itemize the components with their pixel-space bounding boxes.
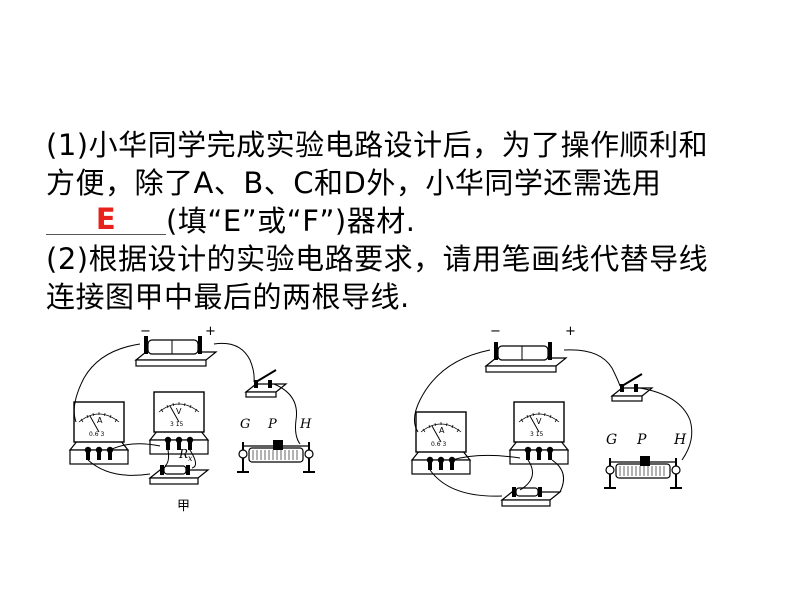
svg-text:A: A <box>439 426 445 435</box>
rheostat-g-label-right: G <box>606 432 617 448</box>
rheostat-p-label-left: P <box>267 417 277 432</box>
rx-label: Rx <box>178 447 193 463</box>
rheostat-left <box>236 439 316 473</box>
wire <box>414 349 491 433</box>
wire <box>429 469 503 497</box>
svg-text:V: V <box>176 407 182 416</box>
battery-minus-label-right: − <box>490 324 501 339</box>
battery-right <box>485 341 567 373</box>
question-line-4: (2)根据设计的实验电路要求，请用笔画线代替导线 <box>46 242 709 276</box>
figure-caption-jia: 甲 <box>177 499 190 514</box>
svg-text:3 15: 3 15 <box>530 431 544 438</box>
switch-right <box>611 373 653 402</box>
question-text: (1)小华同学完成实验电路设计后，为了操作顺利和 方便，除了A、B、C和D外，小… <box>46 126 766 316</box>
svg-text:V: V <box>536 417 542 426</box>
rheostat-g-label-left: G <box>240 417 250 432</box>
rheostat-h-label-left: H <box>299 417 312 432</box>
wire <box>451 454 521 461</box>
voltmeter-left: V 3 15 <box>149 391 209 455</box>
voltmeter-right: V 3 15 <box>509 401 569 465</box>
wire <box>73 343 141 423</box>
wire <box>639 387 693 461</box>
battery-minus-label-left: − <box>140 324 151 339</box>
svg-text:0.6 3: 0.6 3 <box>431 441 446 448</box>
rheostat-right <box>603 455 683 489</box>
wire <box>164 449 170 467</box>
rheostat-p-label-right: P <box>636 432 647 448</box>
figure-left: − + A 0.6 3 V 3 15 G P H Rx 甲 <box>69 324 316 514</box>
battery-plus-label-right: + <box>565 324 576 339</box>
question-line-2: 方便，除了A、B、C和D外，小华同学还需选用 <box>46 166 662 200</box>
wire <box>109 443 161 451</box>
wire <box>563 349 621 387</box>
question-line-3: E (填“E”或“F”)器材. <box>46 202 766 240</box>
answer-text: E <box>95 202 117 236</box>
wire <box>519 459 533 491</box>
switch-left <box>245 369 287 398</box>
svg-text:A: A <box>97 416 103 425</box>
ammeter-left: A 0.6 3 <box>69 401 129 465</box>
battery-left <box>135 335 217 367</box>
wire <box>551 459 565 493</box>
question-line-3-rest: (填“E”或“F”)器材. <box>166 204 416 238</box>
answer-blank: E <box>46 204 166 235</box>
wire <box>87 459 151 476</box>
wire <box>273 383 301 445</box>
rheostat-h-label-right: H <box>673 432 687 448</box>
svg-text:3 15: 3 15 <box>170 421 184 428</box>
wire <box>189 449 196 469</box>
wire <box>213 342 255 383</box>
ammeter-right: A 0.6 3 <box>411 411 471 475</box>
svg-text:0.6 3: 0.6 3 <box>89 431 104 438</box>
question-line-1: (1)小华同学完成实验电路设计后，为了操作顺利和 <box>46 128 709 162</box>
resistor-right <box>501 486 561 507</box>
question-line-5: 连接图甲中最后的两根导线. <box>46 280 410 314</box>
battery-plus-label-left: + <box>205 324 216 339</box>
figure-right: − + A 0.6 3 V 3 15 G P H <box>411 324 693 507</box>
resistor-rx <box>149 464 209 485</box>
